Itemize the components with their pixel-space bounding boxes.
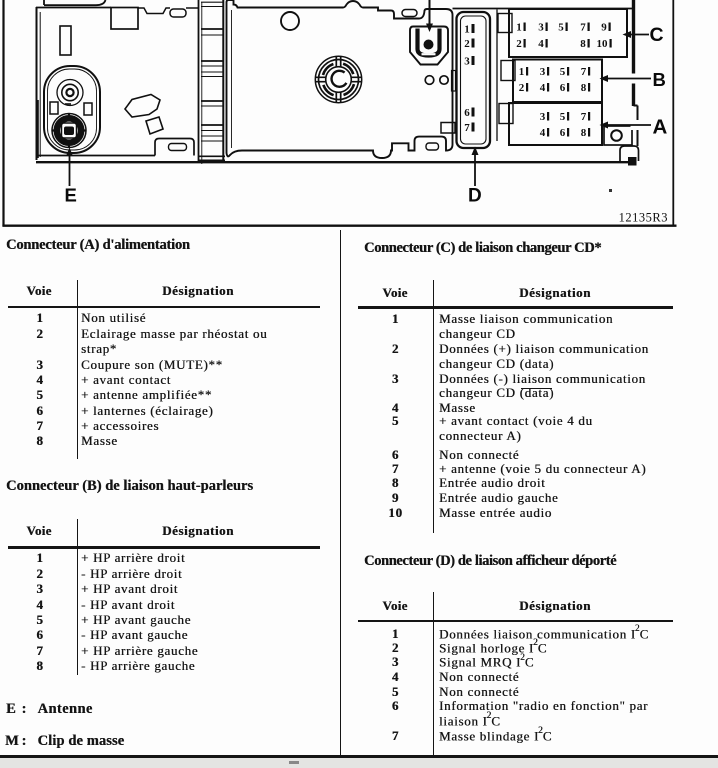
svg-text:C: C [650, 24, 664, 46]
svg-text:A: A [653, 116, 668, 139]
svg-text:1: 1 [516, 22, 522, 34]
svg-text:2: 2 [464, 38, 470, 50]
svg-text:2: 2 [516, 38, 522, 50]
svg-text:7: 7 [581, 66, 587, 78]
svg-text:8: 8 [581, 127, 587, 139]
svg-text:2: 2 [519, 82, 525, 94]
svg-text:5: 5 [560, 66, 566, 78]
svg-text:5: 5 [558, 22, 564, 34]
svg-text:3: 3 [464, 56, 470, 68]
svg-text:1: 1 [464, 24, 470, 36]
svg-text:B: B [653, 69, 666, 90]
svg-text:7: 7 [581, 111, 587, 123]
svg-text:4: 4 [538, 38, 544, 50]
svg-text:6: 6 [560, 82, 566, 94]
svg-text:4: 4 [540, 82, 546, 94]
svg-text:E: E [65, 185, 77, 206]
svg-text:3: 3 [540, 66, 546, 78]
svg-text:3: 3 [540, 111, 546, 123]
svg-text:12135R3: 12135R3 [619, 211, 668, 225]
svg-text:10: 10 [597, 38, 609, 50]
svg-text:6: 6 [560, 127, 566, 139]
svg-text:6: 6 [464, 107, 470, 119]
svg-text:4: 4 [540, 127, 546, 139]
svg-text:3: 3 [538, 22, 544, 34]
svg-text:5: 5 [560, 111, 566, 123]
svg-text:7: 7 [580, 22, 586, 34]
svg-text:1: 1 [519, 66, 525, 78]
svg-text:9: 9 [601, 22, 607, 34]
svg-text:7: 7 [464, 122, 470, 134]
svg-text:8: 8 [581, 82, 587, 94]
svg-text:D: D [468, 186, 482, 207]
svg-text:8: 8 [580, 38, 586, 50]
